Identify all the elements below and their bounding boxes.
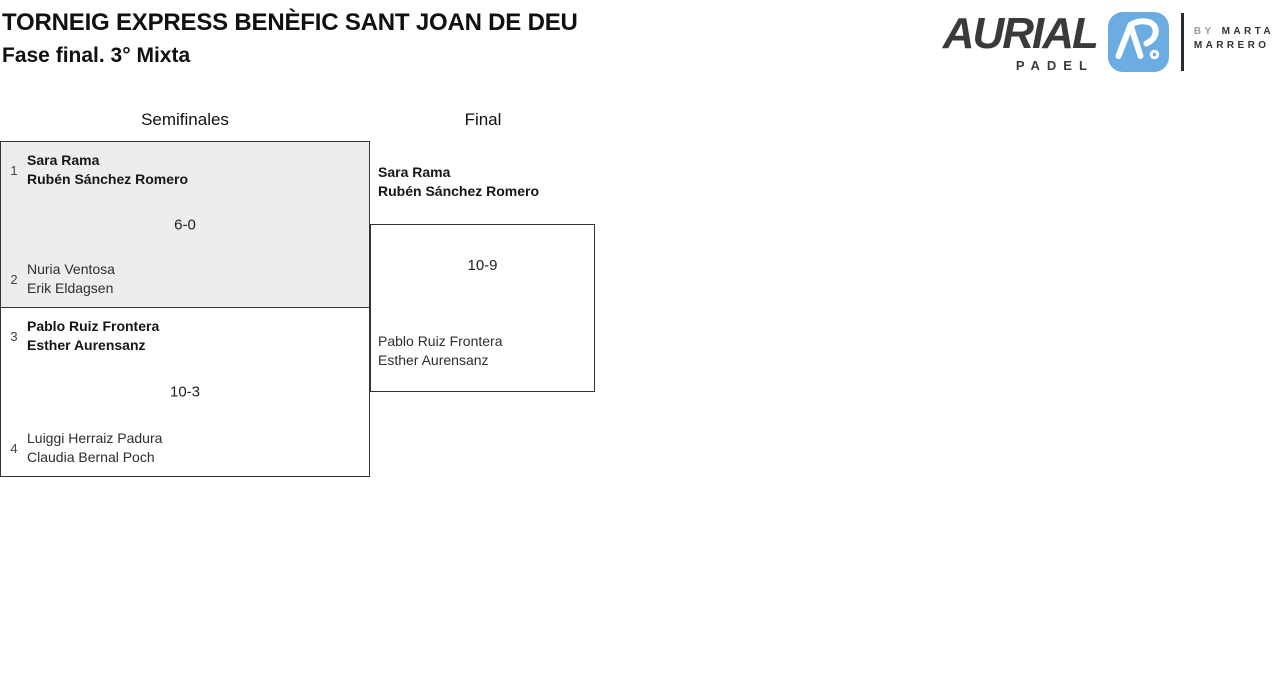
- match2-score: 10-3: [169, 383, 201, 401]
- logo-by-name2: MARRERO: [1193, 40, 1270, 51]
- round-header-semifinales: Semifinales: [141, 110, 229, 129]
- final-bottom-pair: Pablo Ruiz Frontera Esther Aurensanz: [378, 332, 503, 370]
- player-name: Erik Eldagsen: [27, 280, 114, 296]
- player-name: Luiggi Herraiz Padura: [27, 430, 163, 446]
- player-name: Sara Rama: [27, 152, 100, 168]
- final-top-pair: Sara Rama Rubén Sánchez Romero: [378, 163, 539, 201]
- seed-number: 4: [10, 440, 18, 456]
- player-name: Nuria Ventosa: [27, 261, 115, 277]
- match1-top-pair: 1 Sara Rama Rubén Sánchez Romero: [1, 151, 188, 189]
- match1-bottom-pair: 2 Nuria Ventosa Erik Eldagsen: [1, 260, 115, 298]
- match1-score: 6-0: [174, 216, 196, 233]
- logo-byline: BY MARTA MARRERO: [1194, 25, 1274, 53]
- logo-wordmark: AURIAL PADEL: [942, 9, 1099, 74]
- player-name: Esther Aurensanz: [378, 352, 489, 368]
- player-name: Esther Aurensanz: [27, 337, 146, 353]
- logo-byline-line1: BY MARTA: [1194, 25, 1274, 39]
- match2-bottom-pair: 4 Luiggi Herraiz Padura Claudia Bernal P…: [1, 429, 162, 467]
- match2-top-pair: 3 Pablo Ruiz Frontera Esther Aurensanz: [1, 317, 159, 355]
- player-name: Pablo Ruiz Frontera: [27, 318, 160, 334]
- player-name: Claudia Bernal Poch: [27, 449, 155, 465]
- logo-sub-text: PADEL: [1015, 58, 1094, 73]
- logo-byline-line2: MARRERO: [1194, 39, 1274, 53]
- logo-divider: [1180, 13, 1184, 71]
- final-match-box: [370, 224, 595, 392]
- semifinal-match-1: 1 Sara Rama Rubén Sánchez Romero 6-0 2 N…: [0, 141, 370, 308]
- pair-names: Sara Rama Rubén Sánchez Romero: [27, 151, 188, 189]
- logo-by-name1: MARTA: [1221, 26, 1274, 37]
- player-name: Rubén Sánchez Romero: [27, 171, 189, 187]
- pair-names: Pablo Ruiz Frontera Esther Aurensanz: [27, 317, 159, 355]
- round-header-final: Final: [464, 110, 502, 129]
- page-title: TORNEIG EXPRESS BENÈFIC SANT JOAN DE DEU: [2, 9, 578, 36]
- semifinal-match-2: 3 Pablo Ruiz Frontera Esther Aurensanz 1…: [0, 307, 370, 477]
- pair-names: Luiggi Herraiz Padura Claudia Bernal Poc…: [27, 429, 162, 467]
- player-name: Rubén Sánchez Romero: [378, 183, 540, 199]
- seed-number: 2: [10, 271, 18, 287]
- player-name: Sara Rama: [378, 164, 451, 180]
- logo-brand-text: AURIAL: [942, 9, 1099, 58]
- pair-names: Nuria Ventosa Erik Eldagsen: [27, 260, 115, 298]
- page-subtitle: Fase final. 3° Mixta: [2, 44, 191, 67]
- seed-number: 1: [10, 162, 18, 178]
- player-name: Pablo Ruiz Frontera: [378, 333, 503, 349]
- aurial-monogram-icon: [1107, 12, 1169, 72]
- aurial-padel-logo: AURIAL PADEL BY MARTA MARRERO: [943, 12, 1274, 74]
- final-score: 10-9: [467, 257, 498, 274]
- seed-number: 3: [10, 328, 18, 344]
- logo-by-prefix: BY: [1193, 26, 1215, 37]
